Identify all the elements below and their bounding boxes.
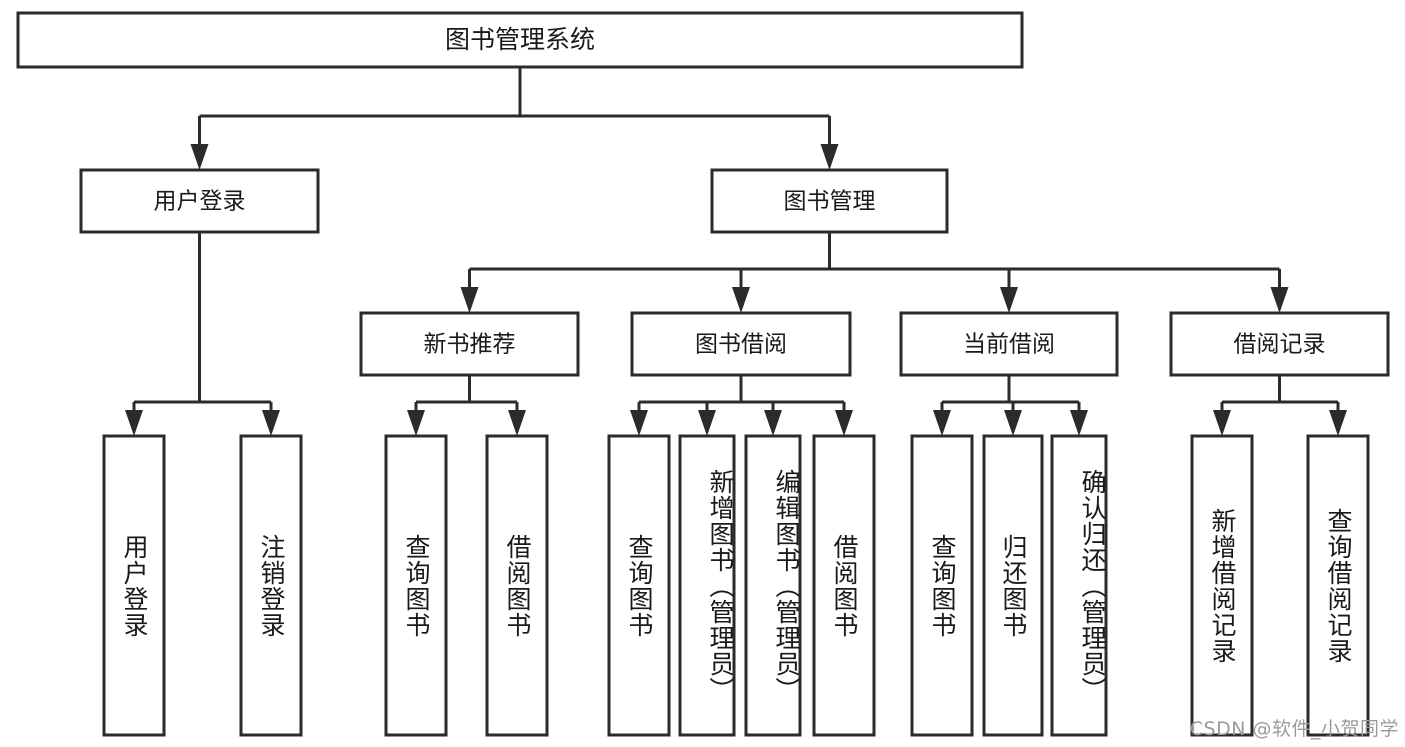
leaf-drop-5-arrow-icon — [698, 410, 716, 436]
node-level3-box-3[interactable] — [1169, 311, 1390, 377]
leaf-drop-7-arrow-icon — [835, 410, 853, 436]
leaf-drop-4-arrow-icon — [630, 410, 648, 436]
leaf-box-3[interactable] — [485, 434, 549, 737]
leaf-box-10[interactable] — [1050, 434, 1108, 737]
leaf-drop-10-arrow-icon — [1070, 410, 1088, 436]
level2-drop-1-arrow-icon — [820, 144, 839, 170]
leaf-box-9[interactable] — [982, 434, 1044, 737]
node-root-label: 图书管理系统 — [445, 25, 595, 54]
node-level3-label-3: 借阅记录 — [1234, 332, 1326, 358]
leaf-drop-9-arrow-icon — [1004, 410, 1022, 436]
leaf-drop-3-arrow-icon — [508, 410, 526, 436]
leaf-box-6[interactable] — [744, 434, 802, 737]
leaf-box-0[interactable] — [102, 434, 166, 737]
level2-drop-0-arrow-icon — [190, 144, 209, 170]
leaf-box-7[interactable] — [812, 434, 876, 737]
node-level3-label-1: 图书借阅 — [695, 332, 787, 358]
node-root-box[interactable] — [16, 11, 1024, 69]
leaf-drop-1-arrow-icon — [262, 410, 280, 436]
leaf-box-4[interactable] — [607, 434, 671, 737]
level3-drop-0-arrow-icon — [460, 287, 479, 313]
node-level3-label-0: 新书推荐 — [424, 332, 516, 358]
node-boxes — [16, 11, 1390, 737]
node-level3-box-2[interactable] — [899, 311, 1119, 377]
level3-drop-1-arrow-icon — [732, 287, 750, 313]
leaf-box-12[interactable] — [1306, 434, 1370, 737]
leaf-drop-6-arrow-icon — [764, 410, 782, 436]
node-level2-box-0[interactable] — [79, 168, 320, 234]
leaf-box-2[interactable] — [384, 434, 448, 737]
leaf-drop-0-arrow-icon — [125, 410, 143, 436]
leaf-drop-8-arrow-icon — [933, 410, 951, 436]
node-level2-label-0: 用户登录 — [154, 189, 246, 215]
level3-drop-2-arrow-icon — [1000, 287, 1018, 313]
connector-lines — [125, 67, 1347, 436]
level3-drop-3-arrow-icon — [1270, 287, 1289, 313]
leaf-drop-11-arrow-icon — [1213, 410, 1231, 436]
node-level3-box-0[interactable] — [359, 311, 580, 377]
node-level3-box-1[interactable] — [630, 311, 852, 377]
node-level2-box-1[interactable] — [710, 168, 949, 234]
leaf-drop-12-arrow-icon — [1329, 410, 1347, 436]
leaf-box-11[interactable] — [1190, 434, 1254, 737]
watermark-text: CSDN @软件_小贺同学 — [1189, 718, 1399, 740]
leaf-drop-2-arrow-icon — [407, 410, 425, 436]
leaf-box-1[interactable] — [239, 434, 303, 737]
node-level2-label-1: 图书管理 — [784, 189, 876, 215]
leaf-box-5[interactable] — [678, 434, 736, 737]
leaf-box-8[interactable] — [910, 434, 974, 737]
node-level3-label-2: 当前借阅 — [963, 332, 1055, 358]
